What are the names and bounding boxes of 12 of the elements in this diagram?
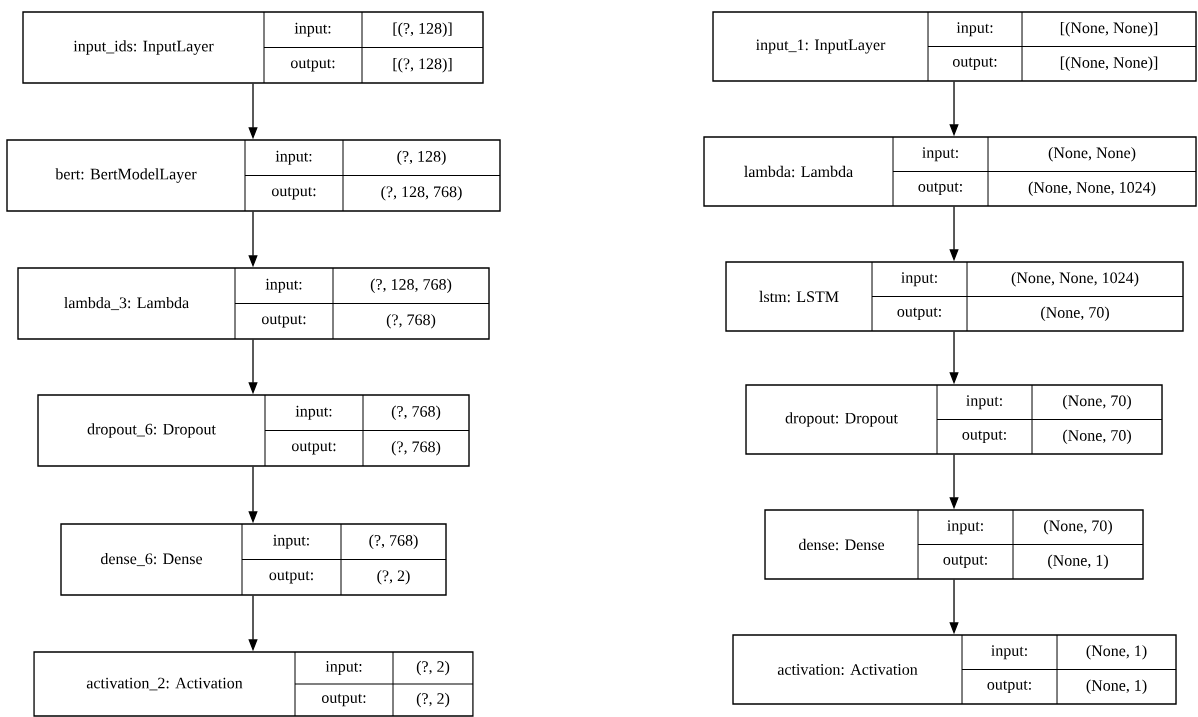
layer-box: input_1: InputLayer input: [(None, None)] output: [(None, None)] [712,11,1197,82]
layer-box: dropout_6: Dropout input: (?, 768) output: (?, 768) [37,394,470,467]
layer-box: lambda: Lambda input: (None, None) output: (None, None, 1024) [703,136,1197,207]
layer-box: bert: BertModelLayer input: (?, 128) output: (?, 128, 768) [6,139,501,212]
layer-box: dense_6: Dense input: (?, 768) output: (?, 2) [60,523,447,596]
layer-box: activation_2: Activation input: (?, 2) output: (?, 2) [33,651,474,717]
layer-box: input_ids: InputLayer input: [(?, 128)] output: [(?, 128)] [22,11,484,84]
layer-box: dropout: Dropout input: (None, 70) output: (None, 70) [745,384,1163,455]
layer-box: lstm: LSTM input: (None, None, 1024) output: (None, 70) [725,261,1184,332]
layer-box: activation: Activation input: (None, 1) output: (None, 1) [732,634,1177,705]
layer-box: lambda_3: Lambda input: (?, 128, 768) output: (?, 768) [17,267,490,340]
layer-box: dense: Dense input: (None, 70) output: (None, 1) [764,509,1144,580]
